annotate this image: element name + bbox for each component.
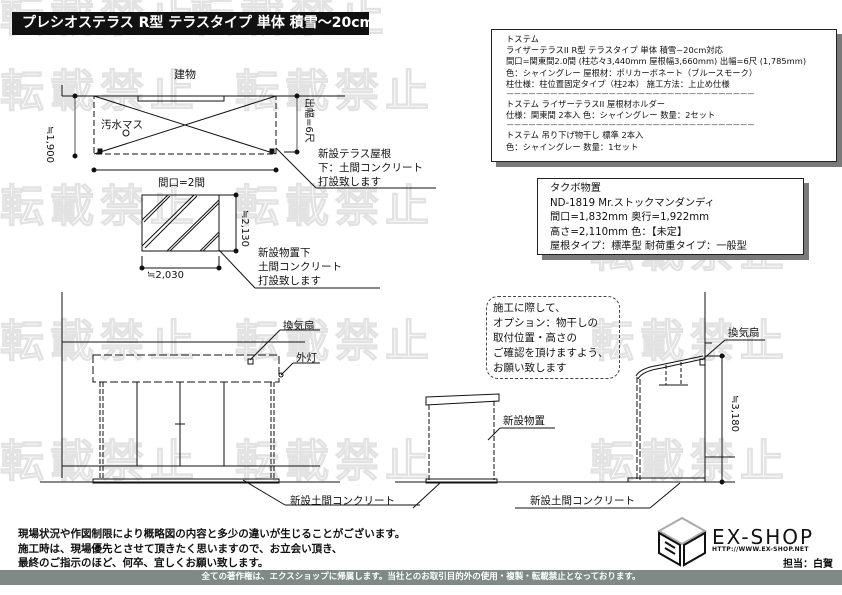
ex-shop-logo-icon [656, 516, 708, 567]
storage-depth-dimension: ≒2,130 [239, 210, 250, 248]
page-title: プレシオステラス R型 テラスタイプ 単体 積雪～20cm対応 [12, 12, 402, 35]
storage-spec-box: タクボ物置 ND-1819 Mr.ストックマンダンディ 間口=1,832mm 奥… [537, 178, 804, 255]
divider: －－－－－－－－－－－－－－－－－－－－－－－－－－－－－－－－－－ [506, 90, 754, 100]
vent-label-2: 換気扇 [728, 327, 760, 339]
note-bubble: 施工に際して、 オプション：物干しの 取付位置・高さの ご確認を頂けますよう、 … [486, 296, 620, 379]
depth-dimension: ≒1,900 [44, 126, 55, 164]
footer-notes: 現場状況や作図制限により概略図の内容と多少の違いが生じることがございます。 施工… [18, 528, 406, 569]
width-dimension: 間口=2間 [158, 177, 205, 189]
product-spec-box: トステム ライザーテラスII R型 テラスタイプ 単体 積雪~20cm対応 間口… [491, 29, 837, 162]
watermark: 転載禁止 [0, 66, 200, 118]
logo-name: EX-SHOP [712, 525, 815, 549]
watermark: 転載禁止 [235, 181, 435, 233]
building-label: 建物 [174, 68, 196, 81]
logo-url: HTTP://WWW.EX-SHOP.NET [712, 546, 809, 553]
storage-label: 新設物置 [503, 415, 545, 427]
watermark: 転載禁止 [0, 181, 200, 233]
watermark: 転載禁止 [235, 66, 435, 118]
height-dimension: ≒3,180 [729, 395, 740, 433]
vent-label: 換気扇 [283, 320, 315, 332]
terrace-note: 新設テラス屋根下：土間コンクリート打設致します [318, 148, 423, 188]
sewer-label: 汚水マス [101, 119, 143, 131]
storage-note: 新設物置下土間コンクリート打設致します [258, 247, 342, 287]
storage-width-dimension: ≒2,030 [147, 270, 185, 281]
watermark: 転載禁止 [590, 436, 790, 488]
watermark: 転載禁止 [590, 316, 790, 368]
concrete-label-2: 新設土間コンクリート [530, 495, 635, 507]
divider: －－－－－－－－－－－－－－－－－－－－－－－－－－－－－－－－－－ [506, 121, 754, 131]
projection-dimension: 出幅=6尺 [303, 98, 314, 143]
staff-name: 担当：白賀 [783, 559, 833, 570]
light-label: 外灯 [296, 352, 317, 364]
copyright-bar: 全ての著作権は、エクスショップに帰属します。当社とのお取引目的外の使用・複製・転… [0, 570, 842, 585]
concrete-label-1: 新設土間コンクリート [290, 495, 395, 507]
